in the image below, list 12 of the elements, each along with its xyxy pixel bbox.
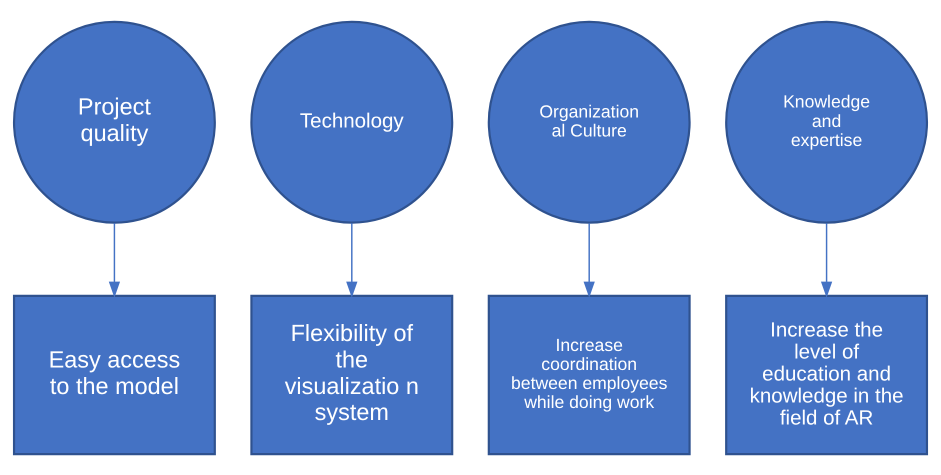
arrow — [108, 222, 120, 298]
node-box: Increase the level of education and knowledge in the field of AR — [725, 294, 928, 455]
node-box: Increase coordination between employees while doing work — [488, 294, 691, 455]
arrow — [820, 222, 832, 298]
node-circle: Knowledge and expertise — [725, 20, 928, 224]
node-box: Flexibility of the visualizatio n system — [250, 294, 454, 455]
node-circle: Organization al Culture — [488, 20, 691, 224]
arrow — [584, 222, 595, 298]
node-circle: Project quality — [12, 20, 216, 224]
node-circle: Technology — [250, 20, 454, 224]
node-box: Easy access to the model — [12, 294, 216, 455]
arrow — [346, 222, 358, 298]
